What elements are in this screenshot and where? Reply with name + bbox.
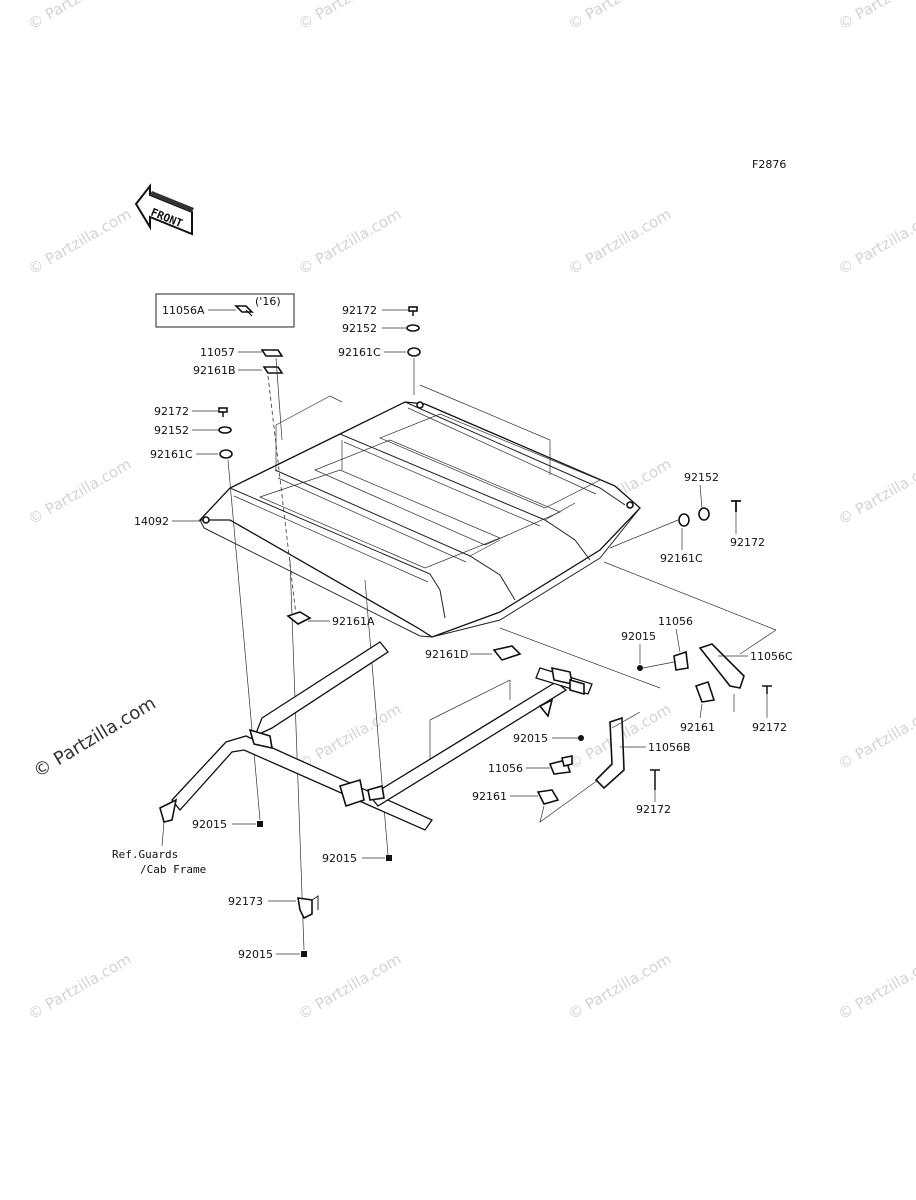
- callout-14092: 14092: [134, 515, 169, 528]
- callout-11056a-note: ('16): [255, 295, 281, 308]
- inset-box-11056a: 11056A ('16): [155, 293, 295, 328]
- watermark: © Partzilla.com: [565, 950, 674, 1023]
- cab-frame: [159, 641, 593, 831]
- callout-92015-c: 92015: [322, 852, 357, 865]
- callout-92015-l: 92015: [192, 818, 227, 831]
- watermark: © Partzilla.com: [25, 950, 134, 1023]
- watermark: © Partzilla.com: [835, 700, 916, 773]
- large-watermark: © Partzilla.com: [30, 693, 160, 783]
- watermark: © Partzilla.com: [295, 0, 404, 33]
- watermark: © Partzilla.com: [25, 455, 134, 528]
- watermark: © Partzilla.com: [25, 0, 134, 33]
- front-arrow-icon: FRONT: [134, 183, 194, 236]
- watermark: © Partzilla.com: [565, 205, 674, 278]
- watermark: © Partzilla.com: [835, 205, 916, 278]
- callout-92173: 92173: [228, 895, 263, 908]
- callout-11056c: 11056C: [750, 650, 793, 663]
- callout-92172-r: 92172: [730, 536, 765, 549]
- callout-92015-m: 92015: [513, 732, 548, 745]
- watermark: © Partzilla.com: [295, 950, 404, 1023]
- watermark: © Partzilla.com: [835, 0, 916, 33]
- callout-11056a: 11056A: [162, 304, 205, 317]
- callout-11056-m: 11056: [488, 762, 523, 775]
- ref-guards-line1: Ref.Guards: [112, 848, 178, 861]
- callout-92161a: 92161A: [332, 615, 375, 628]
- callout-92161d: 92161D: [425, 648, 468, 661]
- callout-92161-r: 92161: [680, 721, 715, 734]
- callout-92152-top: 92152: [342, 322, 377, 335]
- callout-92015-b: 92015: [238, 948, 273, 961]
- callout-92152-a: 92152: [154, 424, 189, 437]
- watermark: © Partzilla.com: [565, 0, 674, 33]
- callout-92152-r: 92152: [684, 471, 719, 484]
- callout-92172-top: 92172: [342, 304, 377, 317]
- callout-11056b: 11056B: [648, 741, 691, 754]
- watermark: © Partzilla.com: [295, 205, 404, 278]
- callout-92172-a: 92172: [154, 405, 189, 418]
- ref-guards-line2: /Cab Frame: [140, 863, 206, 876]
- callout-92172-r2: 92172: [752, 721, 787, 734]
- callout-92161b: 92161B: [193, 364, 236, 377]
- watermark: © Partzilla.com: [25, 205, 134, 278]
- watermark: © Partzilla.com: [295, 700, 404, 773]
- callout-92161c-top: 92161C: [338, 346, 381, 359]
- callout-92172-m: 92172: [636, 803, 671, 816]
- watermark: © Partzilla.com: [835, 950, 916, 1023]
- diagram-code: F2876: [752, 158, 786, 171]
- callout-92161-m: 92161: [472, 790, 507, 803]
- callout-92015-r: 92015: [621, 630, 656, 643]
- callout-11057: 11057: [200, 346, 235, 359]
- watermark: © Partzilla.com: [835, 455, 916, 528]
- roof-panel: 14092: [134, 401, 641, 638]
- callout-92161c-r: 92161C: [660, 552, 703, 565]
- callout-92161c-a: 92161C: [150, 448, 193, 461]
- callout-11056-r: 11056: [658, 615, 693, 628]
